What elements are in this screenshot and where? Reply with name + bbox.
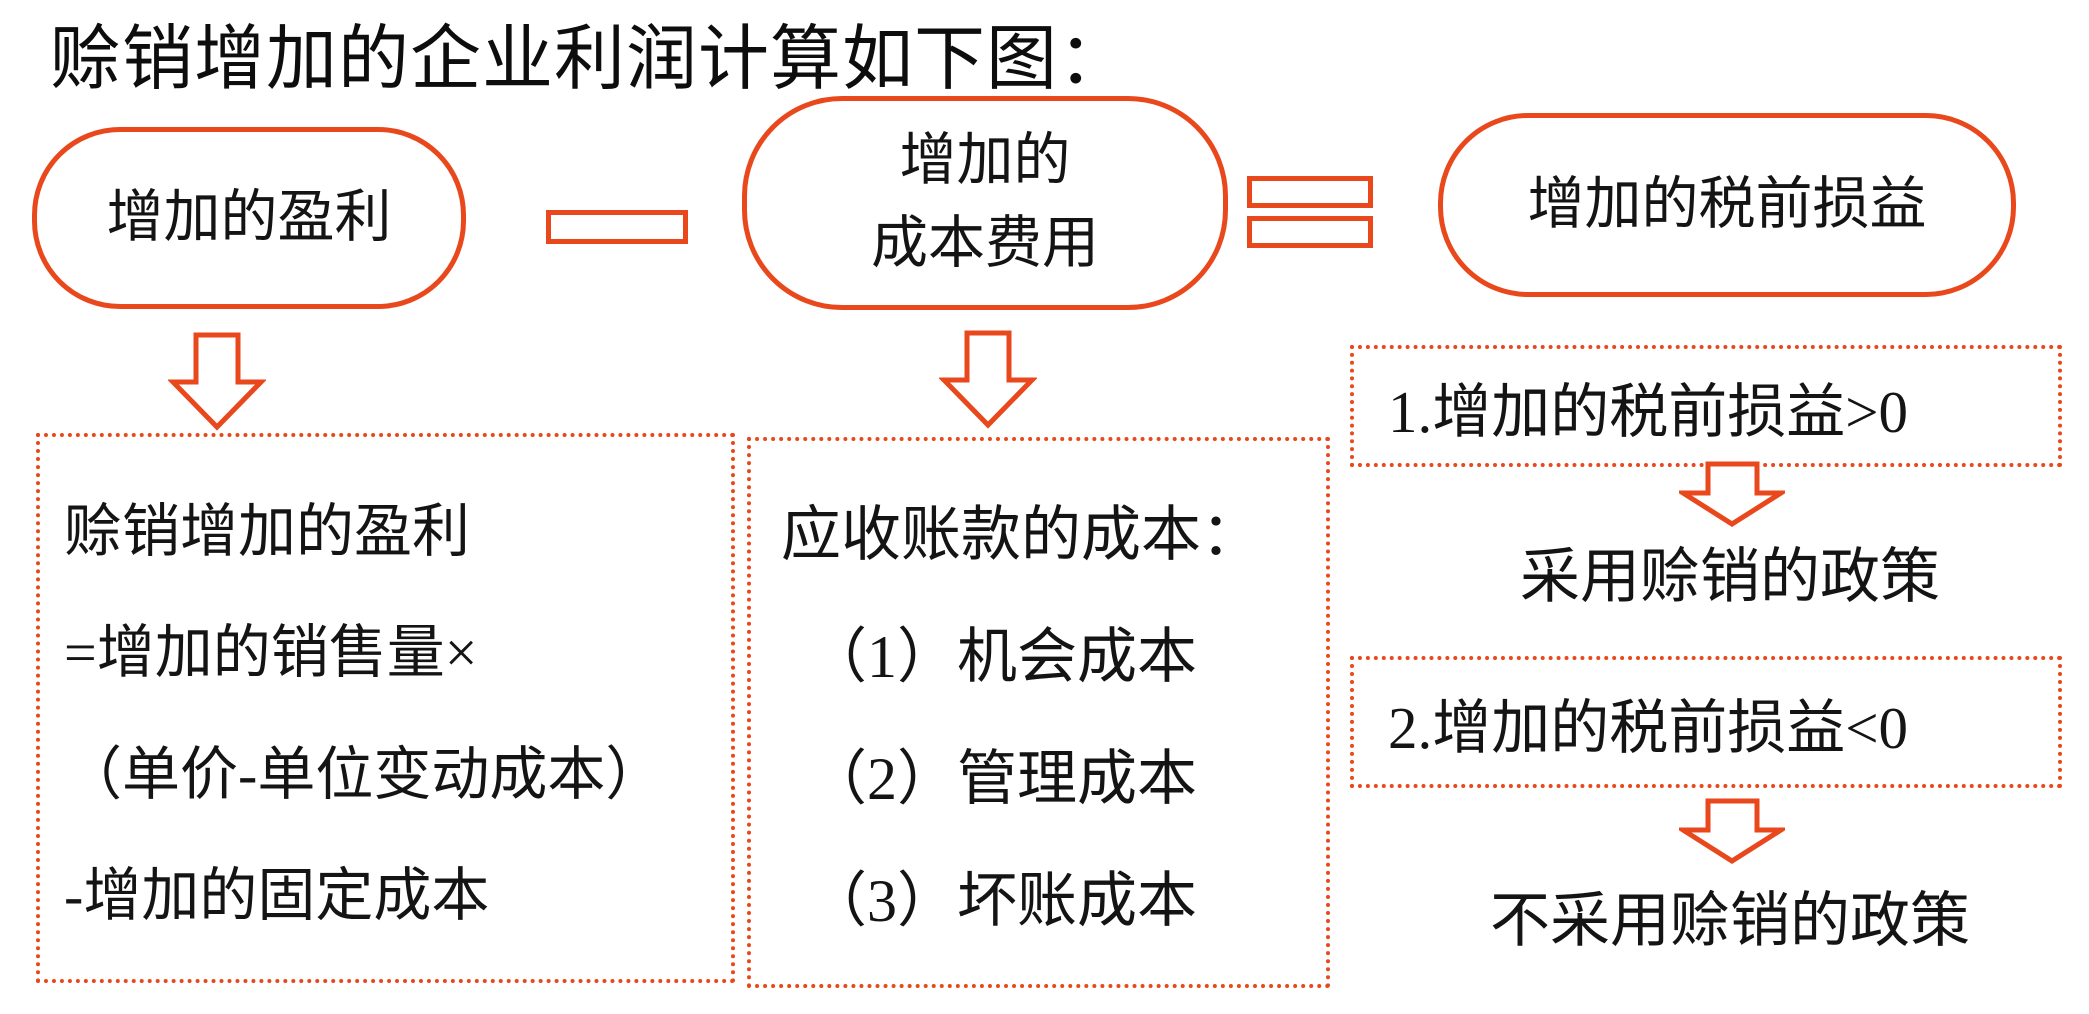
- cost-detail-line: （1）机会成本: [807, 624, 1197, 690]
- down-arrow-icon-case1: [1679, 461, 1785, 527]
- profit-detail-line: 赊销增加的盈利: [64, 499, 471, 565]
- case1-condition-box: 1.增加的税前损益>0: [1350, 345, 2062, 467]
- flow-node-pretax-gain: 增加的税前损益: [1438, 113, 2016, 297]
- profit-detail-line: =增加的销售量×: [64, 620, 478, 686]
- case2-result-text: 不采用赊销的政策: [1490, 888, 1970, 954]
- down-arrow-icon-case2: [1679, 798, 1785, 864]
- profit-detail-line: （单价-单位变动成本）: [64, 741, 664, 807]
- case2-condition-label: 2.增加的税前损益<0: [1388, 694, 1909, 761]
- flow-node-pretax-gain-label: 增加的税前损益: [1527, 172, 1927, 236]
- case1-condition-label: 1.增加的税前损益>0: [1388, 378, 1909, 445]
- case1-result-text: 采用赊销的政策: [1520, 544, 1940, 610]
- flow-node-increased-profit-label: 增加的盈利: [106, 185, 392, 249]
- flow-node-increased-profit: 增加的盈利: [32, 127, 466, 309]
- cost-detail-line: （3）坏账成本: [807, 868, 1197, 934]
- cost-detail-heading: 应收账款的成本：: [781, 502, 1261, 568]
- case2-condition-box: 2.增加的税前损益<0: [1350, 656, 2062, 788]
- flow-node-increased-cost-line1: 增加的: [899, 129, 1071, 193]
- profit-detail-box: 赊销增加的盈利 =增加的销售量× （单价-单位变动成本） -增加的固定成本: [36, 433, 735, 983]
- flow-node-increased-cost-line2: 成本费用: [871, 212, 1099, 275]
- profit-detail-line: -增加的固定成本: [64, 862, 490, 928]
- cost-detail-box: 应收账款的成本： （1）机会成本 （2）管理成本 （3）坏账成本: [747, 437, 1330, 988]
- equals-icon: [1247, 176, 1373, 248]
- down-arrow-icon-left: [168, 332, 266, 431]
- flow-node-increased-cost: 增加的 成本费用: [742, 96, 1228, 310]
- page-title: 赊销增加的企业利润计算如下图：: [50, 21, 1131, 99]
- minus-icon: [546, 210, 688, 244]
- cost-detail-line: （2）管理成本: [807, 746, 1197, 812]
- down-arrow-icon-middle: [939, 330, 1037, 429]
